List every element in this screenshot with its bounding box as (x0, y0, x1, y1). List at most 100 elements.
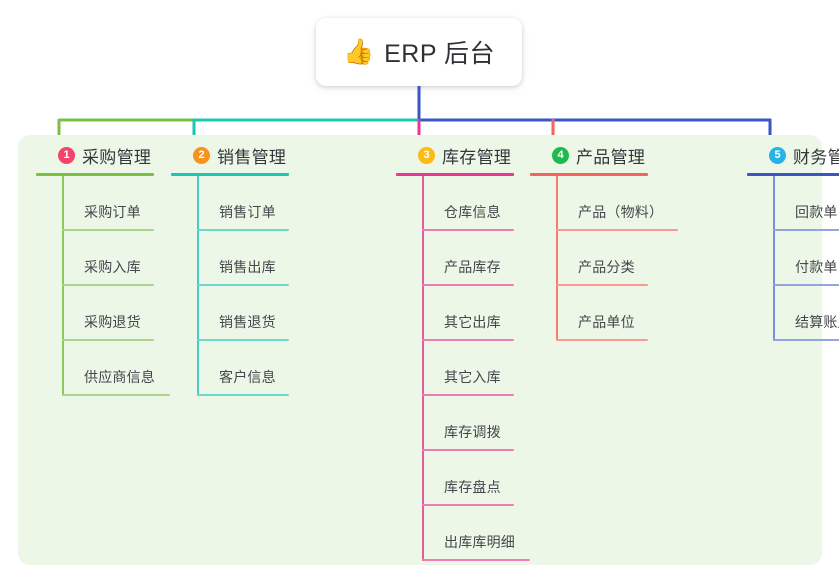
leaf-item[interactable]: 出库库明细 (422, 506, 530, 561)
leaf-item-label: 库存盘点 (444, 479, 501, 495)
leaf-item-label: 产品（物料） (578, 204, 664, 220)
branch-title-2: 销售管理 (217, 147, 287, 167)
branch-header-rule-2 (171, 173, 289, 176)
leaf-item[interactable]: 回款单 (773, 176, 839, 231)
branch-title-4: 产品管理 (576, 147, 646, 167)
branch-header-rule-1 (36, 173, 154, 176)
root-node-title: ERP 后台 (384, 40, 496, 68)
leaf-item[interactable]: 付款单 (773, 231, 839, 286)
leaf-item-label: 采购退货 (84, 314, 141, 330)
leaf-item-label: 销售退货 (219, 314, 276, 330)
leaf-item[interactable]: 结算账户 (773, 286, 839, 341)
branch-leaf-list-4: 产品（物料） 产品分类产品单位 (556, 176, 678, 341)
leaf-item-rule (197, 284, 289, 286)
branch-header-5[interactable]: 5 财务管理 (747, 143, 839, 167)
branches-panel (18, 135, 822, 565)
branch-header-4[interactable]: 4 产品管理 (530, 143, 648, 167)
leaf-item-rule (197, 394, 289, 396)
leaf-item-rule (773, 284, 839, 286)
branch-title-5: 财务管理 (793, 147, 839, 167)
thumbs-up-icon: 👍 (342, 37, 375, 66)
leaf-item[interactable]: 销售出库 (197, 231, 289, 286)
leaf-item-label: 销售出库 (219, 259, 276, 275)
branch-leaf-list-2: 销售订单销售出库销售退货客户信息 (197, 176, 289, 396)
branch-header-2[interactable]: 2 销售管理 (171, 143, 289, 167)
leaf-item-rule (422, 504, 514, 506)
leaf-item-label: 采购入库 (84, 259, 141, 275)
leaf-item[interactable]: 其它出库 (422, 286, 514, 341)
leaf-item-rule (422, 284, 514, 286)
branch-spine-4 (556, 176, 558, 341)
branch-leaf-list-5: 回款单付款单结算账户 (773, 176, 839, 341)
branch-column-4: 4 产品管理 产品（物料） 产品分类产品单位 (530, 143, 678, 341)
leaf-item[interactable]: 库存调拨 (422, 396, 514, 451)
branch-column-5: 5 财务管理 回款单付款单结算账户 (747, 143, 839, 341)
leaf-item-rule (556, 284, 648, 286)
branch-header-rule-3 (396, 173, 514, 176)
leaf-item[interactable]: 采购订单 (62, 176, 154, 231)
leaf-item-rule (556, 339, 648, 341)
leaf-item-label: 出库库明细 (444, 534, 515, 550)
leaf-item[interactable]: 产品单位 (556, 286, 648, 341)
leaf-item[interactable]: 产品分类 (556, 231, 648, 286)
branch-header-rule-5 (747, 173, 839, 176)
branch-badge-4: 4 (552, 146, 569, 164)
branch-column-1: 1 采购管理 采购订单采购入库采购退货供应商信息 (36, 143, 170, 396)
leaf-item-label: 产品库存 (444, 259, 501, 275)
branch-header-3[interactable]: 3 库存管理 (396, 143, 514, 167)
leaf-item[interactable]: 销售退货 (197, 286, 289, 341)
leaf-item[interactable]: 仓库信息 (422, 176, 514, 231)
leaf-item-rule (62, 339, 154, 341)
leaf-item-rule (422, 559, 530, 561)
leaf-item-rule (62, 394, 170, 396)
leaf-item-label: 仓库信息 (444, 204, 501, 220)
leaf-item-label: 客户信息 (219, 369, 276, 385)
leaf-item-label: 回款单 (795, 204, 838, 220)
leaf-item-rule (197, 229, 289, 231)
leaf-item-label: 其它入库 (444, 369, 501, 385)
branch-badge-1: 1 (58, 146, 75, 164)
branch-column-3: 3 库存管理 仓库信息产品库存其它出库其它入库库存调拨库存盘点出库库明细 (396, 143, 530, 561)
branch-title-1: 采购管理 (82, 147, 152, 167)
leaf-item[interactable]: 采购入库 (62, 231, 154, 286)
branch-header-1[interactable]: 1 采购管理 (36, 143, 154, 167)
leaf-item[interactable]: 产品（物料） (556, 176, 678, 231)
leaf-item[interactable]: 其它入库 (422, 341, 514, 396)
leaf-item-label: 产品单位 (578, 314, 635, 330)
branch-spine-5 (773, 176, 775, 341)
branch-badge-3: 3 (418, 146, 435, 164)
leaf-item-label: 销售订单 (219, 204, 276, 220)
branch-spine-3 (422, 176, 424, 561)
leaf-item-rule (422, 229, 514, 231)
leaf-item-rule (422, 449, 514, 451)
leaf-item[interactable]: 客户信息 (197, 341, 289, 396)
root-node-card[interactable]: 👍 ERP 后台 (316, 18, 522, 86)
branch-leaf-list-1: 采购订单采购入库采购退货供应商信息 (62, 176, 170, 396)
leaf-item-label: 付款单 (795, 259, 838, 275)
leaf-item-rule (773, 229, 839, 231)
branch-badge-5: 5 (769, 146, 786, 164)
leaf-item[interactable]: 供应商信息 (62, 341, 170, 396)
leaf-item-rule (62, 229, 154, 231)
leaf-item-rule (556, 229, 678, 231)
branch-header-rule-4 (530, 173, 648, 176)
leaf-item-rule (422, 339, 514, 341)
leaf-item[interactable]: 库存盘点 (422, 451, 514, 506)
leaf-item-label: 库存调拨 (444, 424, 501, 440)
leaf-item-rule (773, 339, 839, 341)
leaf-item-rule (197, 339, 289, 341)
branch-title-3: 库存管理 (442, 147, 512, 167)
leaf-item-label: 采购订单 (84, 204, 141, 220)
leaf-item[interactable]: 采购退货 (62, 286, 154, 341)
leaf-item-label: 产品分类 (578, 259, 635, 275)
leaf-item-label: 其它出库 (444, 314, 501, 330)
branch-spine-1 (62, 176, 64, 396)
branch-badge-2: 2 (193, 146, 210, 164)
leaf-item-rule (62, 284, 154, 286)
branch-leaf-list-3: 仓库信息产品库存其它出库其它入库库存调拨库存盘点出库库明细 (422, 176, 530, 561)
leaf-item-label: 结算账户 (795, 314, 839, 330)
branch-column-2: 2 销售管理 销售订单销售出库销售退货客户信息 (171, 143, 289, 396)
leaf-item[interactable]: 销售订单 (197, 176, 289, 231)
leaf-item[interactable]: 产品库存 (422, 231, 514, 286)
